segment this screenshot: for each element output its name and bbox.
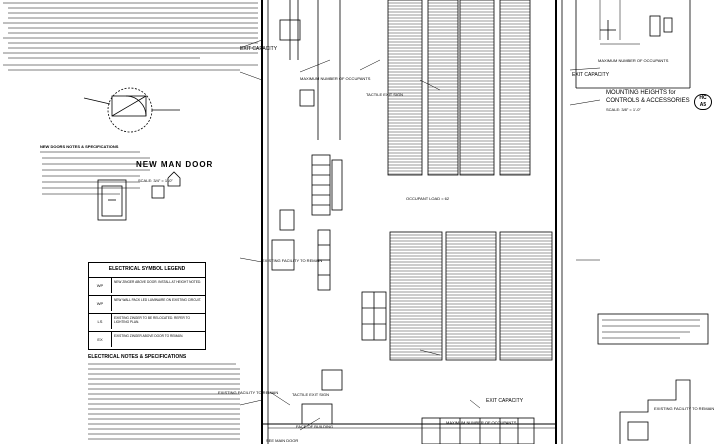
legend-row: WP NEW WALL PACK LED LUMINAIRE ON EXISTI…: [89, 295, 205, 311]
existing-facility-label: EXISTING FACILITY TO REMAIN: [218, 390, 279, 395]
mounting-scale: SCALE: 3/8" = 1'-0": [606, 107, 641, 112]
tactile-label: TACTILE EXIT SIGN: [292, 392, 329, 397]
legend-symbol: LS: [89, 314, 112, 329]
legend-desc: EXISTING ZINGER TO BE RELOCATED. REFER T…: [114, 316, 191, 324]
existing-facility-label: EXISTING FACILITY TO REMAIN: [654, 406, 715, 411]
occupancy-label: MAXIMUM NUMBER OF OCCUPANTS: [446, 420, 517, 425]
door-scale: SCALE: 3/4" = 1'-0": [138, 178, 173, 183]
right-notes-box: [597, 313, 709, 345]
occupant-load-label: OCCUPANT LOAD = 62: [406, 196, 450, 201]
door-title: NEW MAN DOOR: [136, 160, 214, 169]
legend-title: ELECTRICAL SYMBOL LEGEND: [108, 266, 186, 272]
legend-symbol: WP: [89, 278, 112, 293]
legend-symbol: EX: [89, 332, 112, 347]
elec-notes-lines: [88, 363, 240, 440]
legend-desc: NEW WALL PACK LED LUMINAIRE ON EXISTING …: [114, 298, 202, 302]
door-detail: [83, 87, 180, 133]
mounting-subtitle: CONTROLS & ACCESSORIES: [606, 98, 690, 104]
door-elevation: [97, 171, 181, 221]
mounting-title: MOUNTING HEIGHTS for: [606, 90, 676, 96]
see-main-door-label: SEE MAIN DOOR: [266, 438, 299, 443]
existing-facility-outline: [619, 379, 691, 444]
legend-desc: NEW ZINGER ABOVE DOOR. INSTALL AT HEIGHT…: [114, 280, 202, 284]
legend-row: EX EXISTING ZINGER ABOVE DOOR TO REMAIN.: [89, 331, 205, 347]
tactile-label: TACTILE EXIT SIGN: [366, 92, 403, 97]
header-notes-text: [3, 2, 258, 71]
tag-top: HC: [699, 95, 707, 101]
exit-capacity-label: EXIT CAPACITY: [240, 46, 278, 52]
mounting-detail: [575, 0, 691, 89]
exit-capacity-label: EXIT CAPACITY: [486, 398, 524, 404]
door-notes-lines: [40, 151, 150, 195]
center-equipment: [271, 0, 343, 291]
mounting-tag: HC A5: [694, 94, 712, 110]
tag-bottom: A5: [699, 102, 707, 108]
occupancy-label: MAXIMUM NUMBER OF OCCUPANTS: [300, 76, 371, 81]
leader-lines: [239, 0, 640, 431]
racking-lower: [389, 231, 553, 361]
legend-row: LS EXISTING ZINGER TO BE RELOCATED. REFE…: [89, 313, 205, 329]
dock-grid: [301, 291, 535, 444]
occupancy-label: MAXIMUM NUMBER OF OCCUPANTS: [598, 58, 669, 63]
door-notes-title: NEW DOORS NOTES & SPECIFICATIONS: [40, 144, 119, 149]
legend-desc: EXISTING ZINGER ABOVE DOOR TO REMAIN.: [114, 334, 184, 338]
existing-facility-label: EXISTING FACILITY TO REMAIN: [262, 258, 323, 263]
building-walls: [261, 0, 563, 444]
exit-capacity-label: EXIT CAPACITY: [572, 72, 610, 78]
face-of-building-label: FACE OF BUILDING: [296, 424, 334, 429]
elec-notes-title: ELECTRICAL NOTES & SPECIFICATIONS: [88, 354, 187, 360]
racking-upper: [387, 0, 531, 176]
electrical-symbol-legend: ELECTRICAL SYMBOL LEGEND WP NEW ZINGER A…: [88, 262, 206, 350]
legend-symbol: WP: [89, 296, 112, 311]
legend-row: WP NEW ZINGER ABOVE DOOR. INSTALL AT HEI…: [89, 277, 205, 293]
